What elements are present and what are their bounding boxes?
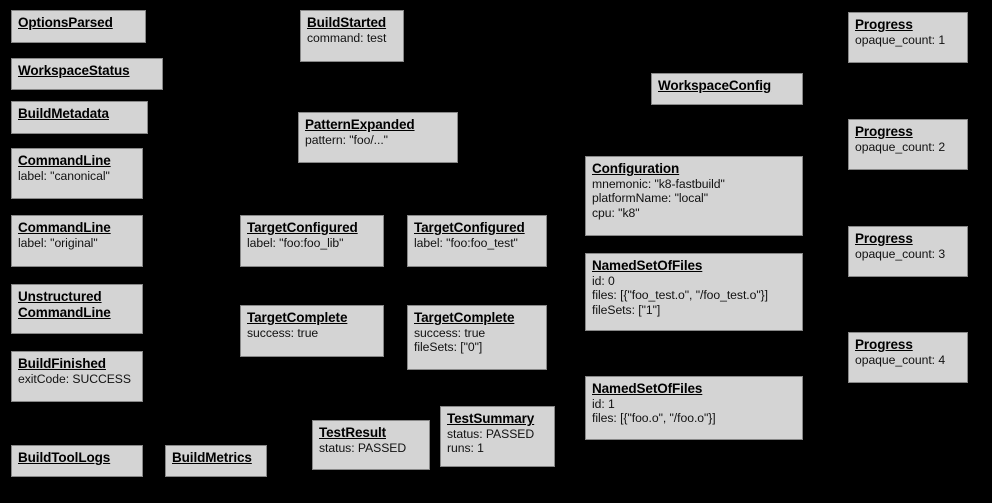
node-title: BuildStarted bbox=[307, 15, 387, 30]
node-workspace-config[interactable]: WorkspaceConfig bbox=[651, 73, 803, 105]
node-title: PatternExpanded bbox=[305, 117, 415, 132]
node-field: success: true bbox=[247, 325, 319, 340]
node-field: opaque_count: 3 bbox=[855, 246, 946, 261]
node-title: BuildFinished bbox=[18, 356, 106, 371]
node-unstructured-command-line[interactable]: Unstructured CommandLine bbox=[11, 284, 143, 334]
node-workspace-status[interactable]: WorkspaceStatus bbox=[11, 58, 163, 90]
node-title: Progress bbox=[855, 17, 913, 32]
node-title: BuildMetrics bbox=[172, 450, 252, 465]
node-build-metadata[interactable]: BuildMetadata bbox=[11, 101, 148, 134]
node-field: label: "foo:foo_test" bbox=[414, 235, 518, 250]
node-title: TestSummary bbox=[447, 411, 535, 426]
node-title: Configuration bbox=[592, 161, 680, 176]
node-field: files: [{"foo_test.o", "/foo_test.o"}] bbox=[592, 288, 768, 303]
node-build-metrics[interactable]: BuildMetrics bbox=[165, 445, 267, 477]
node-title: Progress bbox=[855, 124, 913, 139]
node-field: label: "foo:foo_lib" bbox=[247, 235, 344, 250]
node-field: fileSets: ["0"] bbox=[414, 340, 483, 355]
node-field: files: [{"foo.o", "/foo.o"}] bbox=[592, 411, 716, 426]
node-field: command: test bbox=[307, 30, 387, 45]
node-field: opaque_count: 2 bbox=[855, 139, 946, 154]
node-field: fileSets: ["1"] bbox=[592, 302, 661, 317]
node-field: pattern: "foo/..." bbox=[305, 132, 388, 147]
node-field: opaque_count: 1 bbox=[855, 32, 946, 47]
node-title: Progress bbox=[855, 231, 913, 246]
node-title: Progress bbox=[855, 337, 913, 352]
node-field: status: PASSED bbox=[447, 426, 535, 441]
node-title: CommandLine bbox=[18, 220, 111, 235]
node-options-parsed[interactable]: OptionsParsed bbox=[11, 10, 146, 43]
node-title: CommandLine bbox=[18, 153, 111, 168]
node-field: platformName: "local" bbox=[592, 191, 708, 206]
node-field: exitCode: SUCCESS bbox=[18, 371, 131, 386]
node-field: mnemonic: "k8-fastbuild" bbox=[592, 176, 725, 191]
node-build-tool-logs[interactable]: BuildToolLogs bbox=[11, 445, 143, 477]
node-title: TargetConfigured bbox=[414, 220, 525, 235]
node-field: label: "original" bbox=[18, 235, 98, 250]
node-field: label: "canonical" bbox=[18, 168, 110, 183]
node-title: TargetComplete bbox=[414, 310, 515, 325]
node-title: TestResult bbox=[319, 425, 387, 440]
node-field: opaque_count: 4 bbox=[855, 352, 946, 367]
node-field: id: 1 bbox=[592, 396, 615, 411]
node-title: Unstructured CommandLine bbox=[18, 289, 111, 320]
node-title: NamedSetOfFiles bbox=[592, 381, 703, 396]
node-field: status: PASSED bbox=[319, 440, 407, 455]
node-title: BuildMetadata bbox=[18, 106, 109, 121]
node-title: OptionsParsed bbox=[18, 15, 113, 30]
node-title: WorkspaceConfig bbox=[658, 78, 772, 93]
node-title: TargetConfigured bbox=[247, 220, 358, 235]
node-field: id: 0 bbox=[592, 273, 615, 288]
node-field: runs: 1 bbox=[447, 441, 484, 456]
node-title: TargetComplete bbox=[247, 310, 348, 325]
node-field: cpu: "k8" bbox=[592, 205, 640, 220]
node-title: NamedSetOfFiles bbox=[592, 258, 703, 273]
node-title: BuildToolLogs bbox=[18, 450, 111, 465]
node-field: success: true bbox=[414, 325, 486, 340]
node-title: WorkspaceStatus bbox=[18, 63, 130, 78]
